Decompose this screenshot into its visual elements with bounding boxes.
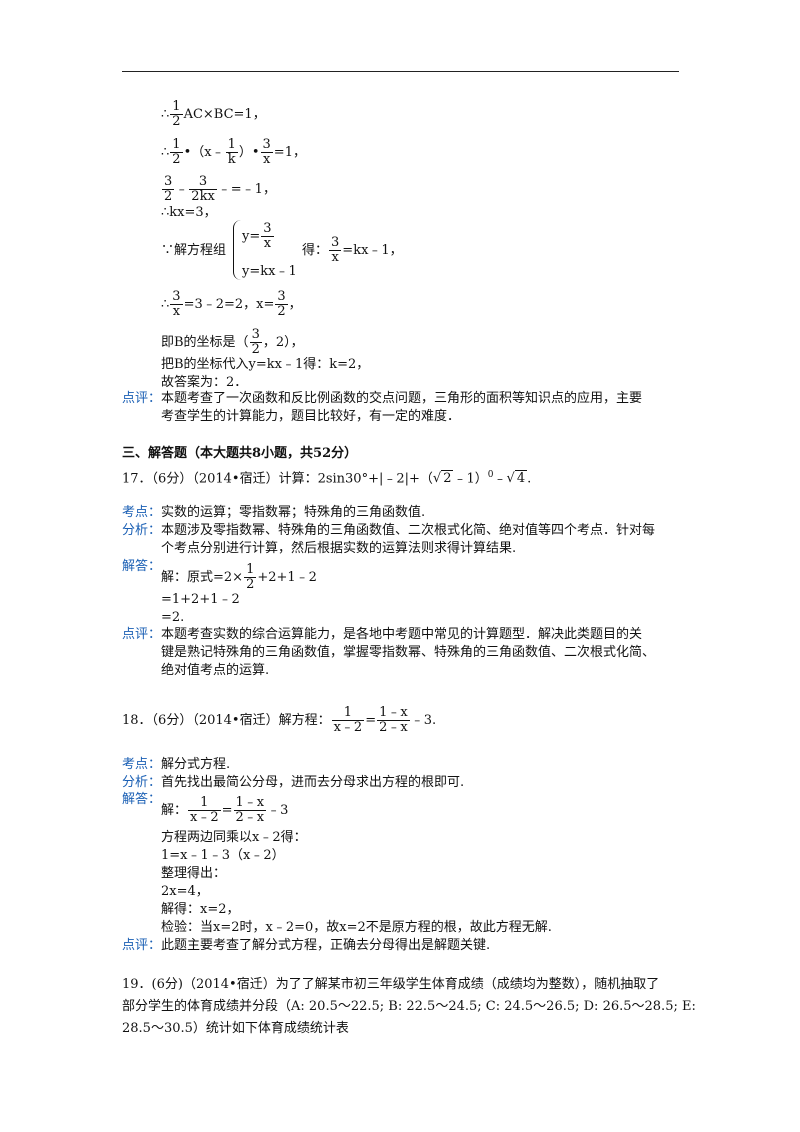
line-text: =1，: [273, 145, 306, 160]
kaodian-label: 考点：: [122, 757, 162, 772]
sqrt-icon: √: [506, 471, 515, 487]
solution-line: 把B的坐标代入y=kx﹣1得：k=2，: [161, 357, 370, 372]
question-19-line: 28.5～30.5）统计如下体育成绩统计表: [122, 1021, 349, 1036]
solution-line: 检验：当x=2时，x﹣2=0，故x=2不是原方程的根，故此方程无解.: [161, 920, 552, 935]
review-block: 点评：本题考查了一次函数和反比例函数的交点问题，三角形的面积等知识点的应用，主要: [122, 391, 643, 406]
fenxi-label: 分析：: [122, 775, 162, 790]
jieda-label: 解答：: [122, 792, 162, 807]
fenxi-label: 分析：: [122, 523, 162, 538]
line-text: ﹣=﹣1，: [217, 182, 276, 197]
solution-line: =2.: [161, 610, 185, 625]
line-text: ﹣: [175, 182, 189, 197]
fenxi-text: 个考点分别进行计算，然后根据实数的运算法则求得计算结果.: [161, 541, 517, 556]
solution-line: ∴kx=3，: [161, 205, 217, 220]
system-equation-2: y=kx﹣1: [242, 264, 297, 279]
review-text: 绝对值考点的运算.: [161, 663, 270, 678]
review-label: 点评：: [122, 391, 162, 406]
solution-line: 2x=4，: [161, 884, 209, 899]
question-17: 17．（6分）（2014•宿迁）计算：2sin30°+|﹣2|+（√2﹣1）0﹣…: [122, 470, 532, 487]
line-text: •（x﹣: [183, 145, 225, 160]
sqrt-icon: √: [432, 471, 442, 487]
review-line: 点评：本题考查实数的综合运算能力，是各地中考题中常见的计算题型．解决此类题目的关: [122, 627, 643, 642]
solution-line: 1=x﹣1﹣3（x﹣2）: [161, 848, 285, 863]
kaodian-line: 考点：解分式方程.: [122, 757, 231, 772]
question-19-line: 19．(6分)（2014•宿迁）为了了解某市初三年级学生体育成绩（成绩均为整数）…: [122, 977, 660, 992]
question-19-line: 部分学生的体育成绩并分段（A: 20.5～22.5; B: 22.5～24.5;…: [122, 999, 696, 1014]
solution-line: 方程两边同乘以x﹣2得：: [161, 830, 307, 845]
section-title: 三、解答题（本大题共8小题，共52分）: [122, 446, 358, 461]
solution-line: =1+2+1﹣2: [161, 592, 240, 607]
review-label: 点评：: [122, 627, 162, 642]
line-text: AC×BC=1，: [183, 107, 266, 122]
left-brace: [233, 220, 242, 280]
review-text: 考查学生的计算能力，题目比较好，有一定的难度．: [161, 409, 461, 424]
line-text: ）•: [238, 145, 260, 160]
review-line: 点评：此题主要考查了解分式方程，正确去分母得出是解题关键.: [122, 938, 491, 953]
system-prefix: ∵解方程组: [161, 243, 227, 258]
therefore-symbol: ∴: [161, 145, 170, 160]
kaodian-line: 考点：实数的运算；零指数幂；特殊角的三角函数值.: [122, 505, 426, 520]
fenxi-line: 分析：本题涉及零指数幂、特殊角的三角函数值、二次根式化简、绝对值等四个考点．针对…: [122, 523, 656, 538]
kaodian-label: 考点：: [122, 505, 162, 520]
solution-line: 整理得出：: [161, 866, 227, 881]
header-rule: [122, 71, 679, 72]
review-text: 键是熟记特殊角的三角函数值，掌握零指数幂、特殊角的三角函数值、二次根式化简、: [161, 645, 656, 660]
solution-line: 故答案为：2．: [161, 375, 248, 390]
fenxi-line: 分析：首先找出最简公分母，进而去分母求出方程的根即可.: [122, 775, 465, 790]
jieda-label: 解答：: [122, 559, 162, 574]
therefore-symbol: ∴: [161, 107, 170, 122]
review-label: 点评：: [122, 938, 162, 953]
solution-line: 解得：x=2，: [161, 902, 240, 917]
